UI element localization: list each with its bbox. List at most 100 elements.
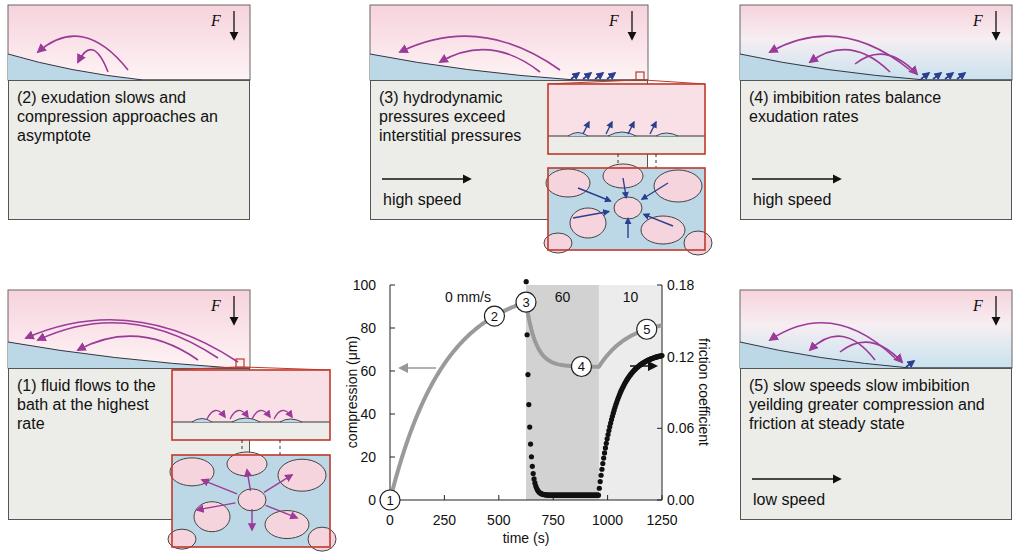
- speed-annotation: 60: [555, 289, 571, 305]
- pressure-arrow: [628, 122, 634, 134]
- pressure-arrow: [945, 73, 953, 79]
- friction-point: [602, 450, 607, 455]
- axis-title: friction coefficient: [696, 338, 712, 446]
- state-marker: [637, 319, 657, 339]
- tick: [390, 285, 395, 286]
- pressure-arrow: [957, 73, 965, 79]
- pore-flow-arrow: [247, 470, 251, 491]
- pore-flow-arrow: [251, 509, 252, 530]
- tick: [657, 285, 662, 286]
- pressure-arrow: [650, 122, 656, 134]
- flow-arrow: [810, 336, 875, 360]
- friction-point: [599, 467, 604, 472]
- load-arrow: [995, 296, 996, 324]
- pore-flow-arrow: [627, 219, 628, 239]
- friction-point: [659, 353, 664, 358]
- panel-caption: (2) exudation slows and compression appr…: [9, 81, 249, 145]
- tissue-region: [8, 290, 250, 368]
- speed-label: high speed: [753, 190, 831, 209]
- speed-annotation: 10: [623, 289, 639, 305]
- callout-number: 5: [643, 322, 650, 337]
- force-symbol: F: [609, 12, 619, 30]
- panel-illustration: [740, 290, 1012, 368]
- left-axis: [390, 285, 391, 500]
- inset-counterface: [548, 136, 705, 154]
- friction-point: [529, 454, 534, 459]
- matrix-blob: [641, 216, 685, 244]
- tick-label: 20: [360, 449, 376, 465]
- friction-point: [524, 332, 529, 337]
- inset-frame: [172, 370, 330, 440]
- flow-arrow: [252, 410, 270, 419]
- inset-counterface: [172, 422, 330, 440]
- fluid-wedge: [740, 342, 910, 368]
- tick: [390, 328, 395, 329]
- friction-point: [530, 464, 535, 469]
- inset-fluid-gap: [192, 418, 302, 422]
- flow-arrow: [26, 320, 238, 362]
- tick-label: 80: [360, 320, 376, 336]
- force-symbol: F: [973, 12, 983, 30]
- friction-point: [601, 455, 606, 460]
- imbibition-arrow: [840, 342, 902, 362]
- friction-point: [600, 461, 605, 466]
- compression-curve: [390, 302, 662, 500]
- flow-arrow: [78, 336, 198, 360]
- speed-label: high speed: [383, 190, 461, 209]
- load-arrow: [233, 296, 234, 324]
- tick: [657, 428, 662, 429]
- pore-flow-arrow: [644, 214, 673, 226]
- load-arrow: [995, 11, 996, 39]
- axis-pointer: [400, 367, 436, 369]
- load-arrow: [631, 11, 632, 39]
- tick-label: 750: [542, 512, 565, 528]
- tick-label: 60: [360, 363, 376, 379]
- matrix-blob: [654, 170, 702, 202]
- speed-arrow: [752, 478, 840, 479]
- pore-flow-arrow: [202, 480, 237, 494]
- pressure-arrow: [583, 73, 591, 79]
- pressure-arrow: [571, 73, 579, 79]
- pore-flow-arrow: [623, 178, 626, 198]
- friction-point: [526, 402, 531, 407]
- magnified-inset: [168, 359, 336, 551]
- matrix-blob: [278, 459, 326, 491]
- tick-label: 0: [368, 492, 376, 508]
- friction-point: [598, 479, 603, 484]
- friction-point: [525, 372, 530, 377]
- pore-flow-arrow: [578, 188, 611, 201]
- matrix-blob: [614, 197, 642, 219]
- load-arrow: [233, 11, 234, 39]
- high-speed-band: [526, 285, 599, 500]
- tick: [390, 414, 395, 415]
- panel-illustration: [740, 5, 1012, 80]
- chart: [380, 279, 665, 510]
- axis-pointer: [630, 365, 656, 367]
- tissue-region: [740, 5, 1012, 80]
- tick-label: 0.00: [667, 492, 694, 508]
- tissue-region: [740, 290, 1012, 368]
- friction-point: [659, 353, 664, 358]
- tick-label: 100: [353, 277, 376, 293]
- inset-frame: [548, 168, 705, 250]
- tissue-region: [8, 5, 250, 80]
- friction-point: [528, 441, 533, 446]
- friction-point: [531, 471, 536, 476]
- tick-label: 40: [360, 406, 376, 422]
- state-marker: [484, 306, 504, 326]
- flow-arrow: [78, 50, 108, 72]
- axis-title: time (s): [503, 530, 550, 546]
- zoom-marker: [236, 359, 244, 367]
- pressure-arrow: [606, 122, 612, 134]
- pressure-arrow: [607, 73, 615, 79]
- panel-illustration: [8, 5, 250, 80]
- tissue-region: [370, 5, 648, 80]
- tick-label: 0.18: [667, 277, 694, 293]
- callout-number: 3: [522, 295, 529, 310]
- flow-arrow: [810, 50, 890, 72]
- inset-fluid-gap: [568, 132, 678, 136]
- tick: [657, 500, 662, 501]
- tick-label: 0.06: [667, 420, 694, 436]
